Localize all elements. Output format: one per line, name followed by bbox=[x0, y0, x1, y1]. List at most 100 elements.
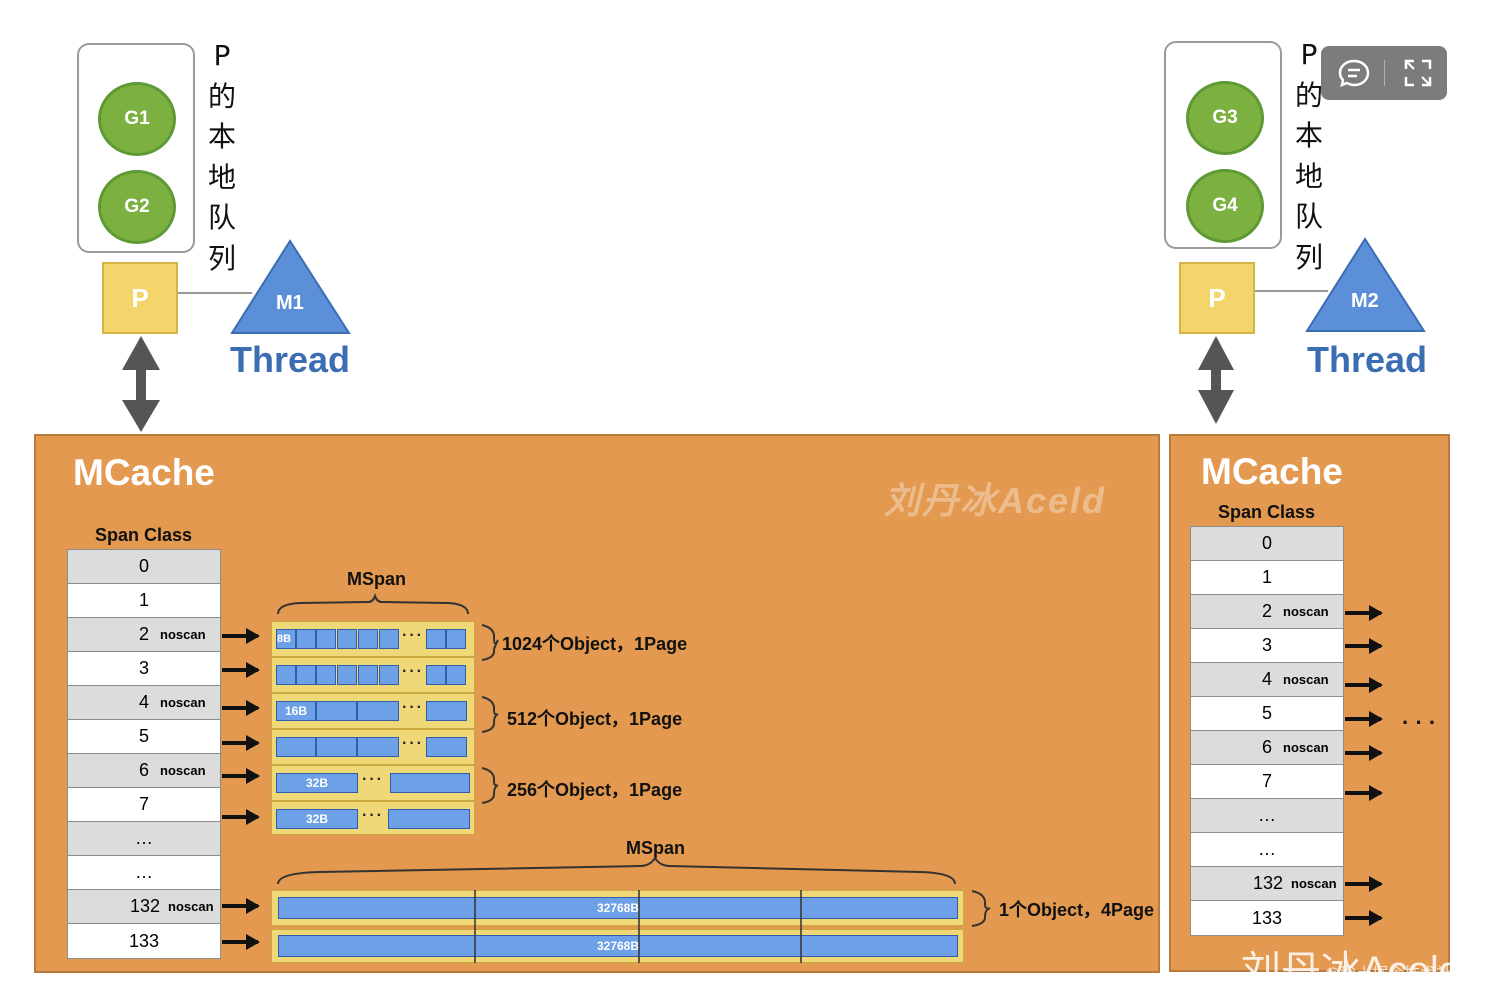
noscan-tag: noscan bbox=[160, 695, 206, 710]
span-class-row: 3 bbox=[68, 652, 220, 686]
span-class-label: 3 bbox=[1261, 635, 1272, 655]
noscan-tag: noscan bbox=[168, 899, 214, 914]
span-class-label: 7 bbox=[138, 794, 149, 814]
queue-char: 队 bbox=[1294, 200, 1323, 233]
comment-icon bbox=[1338, 59, 1370, 88]
dots: ··· bbox=[402, 663, 424, 680]
object-cell: 32B bbox=[276, 773, 358, 793]
mspan-row-4: ··· bbox=[271, 729, 475, 765]
arrow-right-132 bbox=[1345, 876, 1383, 892]
object-cell bbox=[379, 629, 399, 649]
image-toolbar bbox=[1321, 46, 1447, 100]
queue-char: 的 bbox=[1294, 78, 1323, 112]
span-class-row: 1 bbox=[1191, 561, 1343, 595]
arrow-right-2 bbox=[1345, 605, 1383, 621]
object-cell: 32B bbox=[276, 809, 358, 829]
queue-label-left: P 的 本 地 队 列 bbox=[202, 36, 242, 279]
span-class-label: 133 bbox=[128, 930, 160, 951]
queue-char: 列 bbox=[1294, 240, 1323, 274]
noscan-tag: noscan bbox=[160, 763, 206, 778]
span-class-row: 0 bbox=[68, 550, 220, 584]
watermark-bottom: 刘丹冰Aceld bbox=[1241, 949, 1462, 993]
mspan-row-2: ··· bbox=[271, 657, 475, 693]
arrow-span-6 bbox=[222, 768, 260, 784]
arrow-span-4 bbox=[222, 700, 260, 716]
site-watermark: @稀土掘金技术社区 bbox=[1324, 966, 1469, 983]
object-cell bbox=[357, 701, 399, 721]
thread-label-right: Thread bbox=[1307, 339, 1428, 380]
object-cell bbox=[379, 665, 399, 685]
processor-p-left: P bbox=[102, 262, 178, 334]
span-class-label: 133 bbox=[1251, 907, 1283, 928]
comment-button[interactable] bbox=[1333, 56, 1375, 90]
expand-icon bbox=[1404, 59, 1432, 87]
object-cell: 8B bbox=[276, 629, 296, 649]
noscan-tag: noscan bbox=[1283, 672, 1329, 687]
noscan-tag: noscan bbox=[1291, 876, 1337, 891]
span-class-label: 0 bbox=[138, 556, 149, 576]
span-class-row: 4 noscan bbox=[1191, 663, 1343, 697]
span-class-title-right: Span Class bbox=[1218, 502, 1316, 522]
m1-label: M1 bbox=[276, 292, 304, 314]
span-class-label: … bbox=[1258, 805, 1276, 825]
span-class-row: 0 bbox=[1191, 527, 1343, 561]
brace-right-1 bbox=[481, 624, 499, 661]
mspan-row-large-2: 32768B bbox=[271, 929, 964, 963]
queue-char: 列 bbox=[207, 241, 236, 275]
object-cell-large: 32768B bbox=[278, 935, 958, 957]
dots: ··· bbox=[402, 627, 424, 644]
span-class-row: 6 noscan bbox=[68, 754, 220, 788]
span-class-row: 5 bbox=[68, 720, 220, 754]
queue-char: 本 bbox=[207, 120, 236, 153]
goroutine-g3: G3 bbox=[1186, 81, 1264, 155]
brace-right-3 bbox=[481, 767, 499, 804]
toolbar-divider bbox=[1384, 60, 1385, 86]
span-class-title-left: Span Class bbox=[95, 525, 193, 545]
span-class-row: … bbox=[68, 856, 220, 890]
queue-char: 地 bbox=[1294, 159, 1323, 193]
span-class-row: 1 bbox=[68, 584, 220, 618]
arrow-right-7 bbox=[1345, 785, 1383, 801]
object-cell bbox=[316, 629, 336, 649]
mspan-row-large-1: 32768B bbox=[271, 890, 964, 926]
span-class-row: 7 bbox=[1191, 765, 1343, 799]
span-class-label: 5 bbox=[138, 726, 149, 746]
goroutine-g2: G2 bbox=[98, 170, 176, 244]
span-class-label: 4 bbox=[1262, 669, 1273, 689]
processor-p-right: P bbox=[1179, 262, 1255, 334]
span-class-label: … bbox=[135, 828, 153, 848]
span-class-row: 7 bbox=[68, 788, 220, 822]
span-class-label: 1 bbox=[138, 590, 149, 610]
arrow-right-4 bbox=[1345, 677, 1383, 693]
span-class-label: … bbox=[1258, 839, 1276, 859]
span-class-label: 132 bbox=[1253, 873, 1284, 893]
queue-label-right: P 的 本 地 队 列 bbox=[1289, 35, 1329, 278]
thread-triangle-m1 bbox=[230, 239, 351, 334]
mspan-title-large: MSpan bbox=[626, 838, 686, 858]
object-cell bbox=[446, 665, 466, 685]
mspan-row-3: 16B ··· bbox=[271, 693, 475, 729]
double-arrow-right bbox=[1198, 336, 1234, 424]
expand-button[interactable] bbox=[1399, 56, 1437, 90]
object-cell bbox=[446, 629, 466, 649]
object-cell bbox=[388, 809, 470, 829]
span-class-label: 0 bbox=[1261, 533, 1272, 553]
span-class-label: 2 bbox=[139, 624, 150, 644]
span-class-row: … bbox=[1191, 799, 1343, 833]
span-class-label: 6 bbox=[1262, 737, 1273, 757]
object-cell-large: 32768B bbox=[278, 897, 958, 919]
thread-triangle-m2 bbox=[1305, 237, 1426, 332]
object-cell bbox=[296, 629, 316, 649]
span-class-label: 7 bbox=[1261, 771, 1272, 791]
braces bbox=[277, 592, 991, 927]
note-1-object: 1个Object，4Page bbox=[999, 900, 1155, 920]
arrow-right-3 bbox=[1345, 638, 1383, 654]
arrow-span-2 bbox=[222, 628, 260, 644]
queue-char: 的 bbox=[207, 79, 236, 113]
span-class-label: 6 bbox=[139, 760, 150, 780]
